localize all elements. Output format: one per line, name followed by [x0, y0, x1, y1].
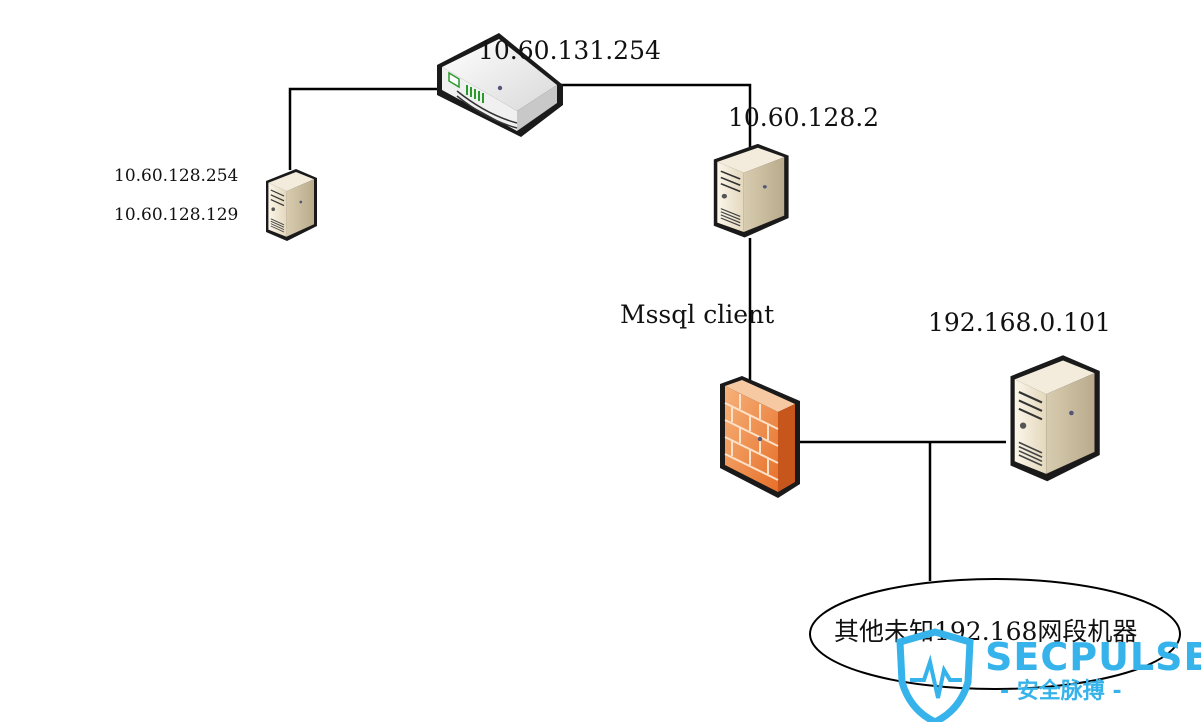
watermark: SECPULSE - 安全脉搏 - [896, 628, 1201, 722]
router-label: 10.60.131.254 [478, 36, 661, 65]
server-left-label-1: 10.60.128.254 [114, 166, 238, 186]
server-mssql-label: 10.60.128.2 [728, 103, 879, 132]
link-router-server-left [288, 87, 445, 170]
server-right-icon [1009, 354, 1101, 483]
server-left-icon [265, 168, 318, 242]
watermark-brand: SECPULSE [985, 635, 1201, 679]
shield-icon [896, 628, 974, 722]
router-icon [437, 33, 563, 137]
connections [288, 83, 1006, 581]
firewall-icon [720, 376, 800, 498]
unknown-hosts-label: 其他未知192.168网段机器 [834, 617, 1137, 646]
watermark-subtitle: - 安全脉搏 - [1000, 678, 1122, 704]
server-mssql-role: Mssql client [620, 300, 774, 329]
link-router-server-mssql [555, 83, 752, 148]
server-right-label: 192.168.0.101 [928, 308, 1111, 337]
server-left-label-2: 10.60.128.129 [114, 205, 238, 225]
server-mssql-icon [712, 143, 790, 239]
